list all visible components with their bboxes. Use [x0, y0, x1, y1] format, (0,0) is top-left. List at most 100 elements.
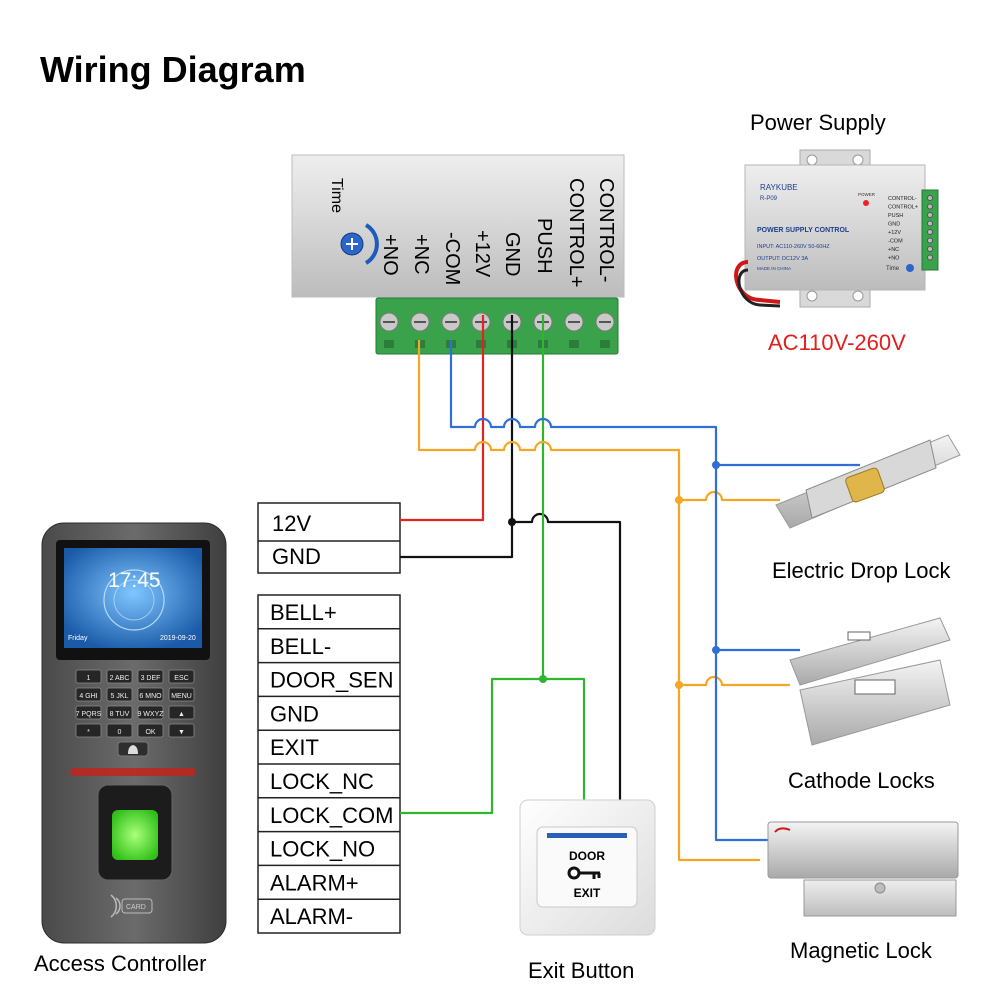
ps-terminal-label: +NC — [410, 234, 432, 275]
key-icon — [567, 866, 601, 880]
terminal-door-sen: DOOR_SEN — [270, 668, 393, 693]
terminal-bellplus: BELL+ — [270, 600, 337, 625]
terminal-block — [375, 297, 619, 355]
terminal-gnd: GND — [272, 544, 321, 569]
keypad-key: ▲ — [168, 705, 195, 720]
ps-mini-terminal-label: GND — [888, 222, 900, 228]
ps-mini-terminal-label: -COM — [888, 239, 903, 245]
ps-terminal-labels: +NO +NC -COM +12V GND PUSH CONTROL+ CONT… — [379, 178, 617, 287]
ps-mini-terminal-label: +12V — [888, 230, 901, 236]
keypad-key: OK — [137, 723, 164, 738]
svg-text:MENU: MENU — [171, 693, 192, 700]
terminal-alarmplus: ALARM- — [270, 904, 353, 929]
keypad-key: 5 JKL — [106, 687, 133, 702]
terminal-exit: EXIT — [270, 735, 319, 760]
svg-text:4 GHI: 4 GHI — [79, 693, 97, 700]
ps-output: OUTPUT: DC12V 3A — [757, 256, 808, 262]
ps-mini-terminal-label: CONTROL+ — [888, 205, 918, 211]
ps-mini-terminal-label: +NC — [888, 247, 899, 253]
svg-text:8 TUV: 8 TUV — [110, 711, 130, 718]
exit-door-text: DOOR — [569, 849, 605, 863]
card-icon: CARD — [110, 894, 153, 918]
keypad-key: ▼ — [168, 723, 195, 738]
keypad-key: 8 TUV — [106, 705, 133, 720]
magnetic-lock: Magnetic Lock — [767, 821, 959, 963]
svg-text:1: 1 — [87, 675, 91, 682]
ps-terminal-label: -COM — [441, 232, 463, 285]
keypad-key: 3 DEF — [137, 669, 164, 684]
screen-time: 17:45 — [108, 569, 161, 592]
ps-time-label: Time — [328, 178, 345, 213]
ps-input: INPUT: AC110-260V 50-60HZ — [757, 244, 830, 250]
svg-text:5 JKL: 5 JKL — [111, 693, 129, 700]
ps-time-mini: Time — [886, 266, 900, 272]
svg-text:6 MNO: 6 MNO — [139, 693, 162, 700]
svg-text:*: * — [87, 729, 90, 736]
magnetic-lock-label: Magnetic Lock — [790, 938, 933, 963]
exit-button-label: Exit Button — [528, 958, 634, 983]
cathode-locks-label: Cathode Locks — [788, 768, 935, 793]
svg-text:▲: ▲ — [178, 711, 185, 718]
controller-terminal-table: BELL+ BELL- DOOR_SEN GND EXIT LOCK_NC LOCK_COM… — [257, 594, 401, 934]
ac-input-label: AC110V-260V — [768, 330, 906, 355]
terminal-bellplus: BELL- — [270, 634, 331, 659]
keypad-key: 2 ABC — [106, 669, 133, 684]
terminal-screw-icon — [471, 312, 491, 348]
exit-exit-text: EXIT — [574, 886, 601, 900]
svg-text:9 WXYZ: 9 WXYZ — [137, 711, 164, 718]
cathode-locks: Cathode Locks — [788, 617, 951, 793]
terminal-screw-icon — [595, 312, 615, 348]
terminal-12v: 12V — [272, 511, 311, 536]
power-led-icon — [863, 200, 869, 206]
exit-button-device: DOOR EXIT Exit Button — [519, 799, 656, 983]
keypad-key: 1 — [75, 669, 102, 684]
terminal-alarmplus: ALARM+ — [270, 870, 359, 895]
controller-screen — [64, 548, 202, 648]
keypad-key: MENU — [168, 687, 195, 702]
access-controller-label: Access Controller — [34, 951, 206, 976]
ps-terminal-label: +NO — [379, 234, 401, 276]
power-terminal-table: 12V GND — [257, 502, 401, 574]
ps-terminal-label: +12V — [471, 230, 493, 278]
ps-brand: RAYKUBE — [760, 183, 798, 192]
ps-terminal-label: GND — [501, 232, 523, 276]
ps-mini-terminal-label: +NO — [888, 256, 900, 262]
ps-mini-terminal-label: CONTROL- — [888, 196, 917, 202]
svg-text:ESC: ESC — [174, 675, 188, 682]
power-supply-photo: Power Supply RAYKUBE R-P09 POWER SUPPLY … — [734, 110, 939, 355]
keypad-key: 6 MNO — [137, 687, 164, 702]
keypad-key: ESC — [168, 669, 195, 684]
access-controller-device: 17:45 Friday 2019-09-20 1 2 ABC 3 DEF ESC 4 … — [34, 522, 227, 976]
svg-text:7 PQRS: 7 PQRS — [76, 711, 102, 718]
terminal-lock-com: LOCK_COM — [270, 803, 393, 828]
ps-terminal-label: CONTROL+ — [565, 178, 587, 287]
ps-terminal-label: CONTROL- — [595, 178, 617, 282]
ps-model: R-P09 — [760, 196, 778, 202]
terminal-gnd: GND — [270, 701, 319, 726]
svg-text:3 DEF: 3 DEF — [141, 675, 161, 682]
keypad-key: 0 — [106, 723, 133, 738]
terminal-lock-nc: LOCK_NC — [270, 769, 374, 794]
power-supply-unit: Time +NO +NC -COM +12V GND PUSH CONTROL+… — [291, 154, 625, 355]
terminal-screw-icon — [379, 312, 399, 348]
keypad-key: 7 PQRS — [75, 705, 102, 720]
keypad-key: 9 WXYZ — [137, 705, 164, 720]
ps-mini-terminal-label: PUSH — [888, 213, 903, 219]
svg-text:0: 0 — [118, 729, 122, 736]
ps-power-label: POWER — [858, 192, 876, 197]
screen-day: Friday — [68, 635, 88, 642]
keypad-key: * — [75, 723, 102, 738]
ps-heading: POWER SUPPLY CONTROL — [757, 227, 850, 234]
wires — [400, 315, 860, 862]
drop-lock-label: Electric Drop Lock — [772, 558, 952, 583]
svg-text:2 ABC: 2 ABC — [110, 675, 130, 682]
power-supply-label: Power Supply — [750, 110, 886, 135]
screen-date: 2019-09-20 — [160, 635, 196, 642]
ps-made-in: MADE IN CHINA — [757, 266, 791, 271]
svg-text:▼: ▼ — [178, 729, 185, 736]
fingerprint-icon — [112, 810, 158, 860]
electric-drop-lock: Electric Drop Lock — [772, 434, 961, 583]
ps-terminal-label: PUSH — [533, 218, 555, 274]
svg-text:OK: OK — [145, 729, 155, 736]
